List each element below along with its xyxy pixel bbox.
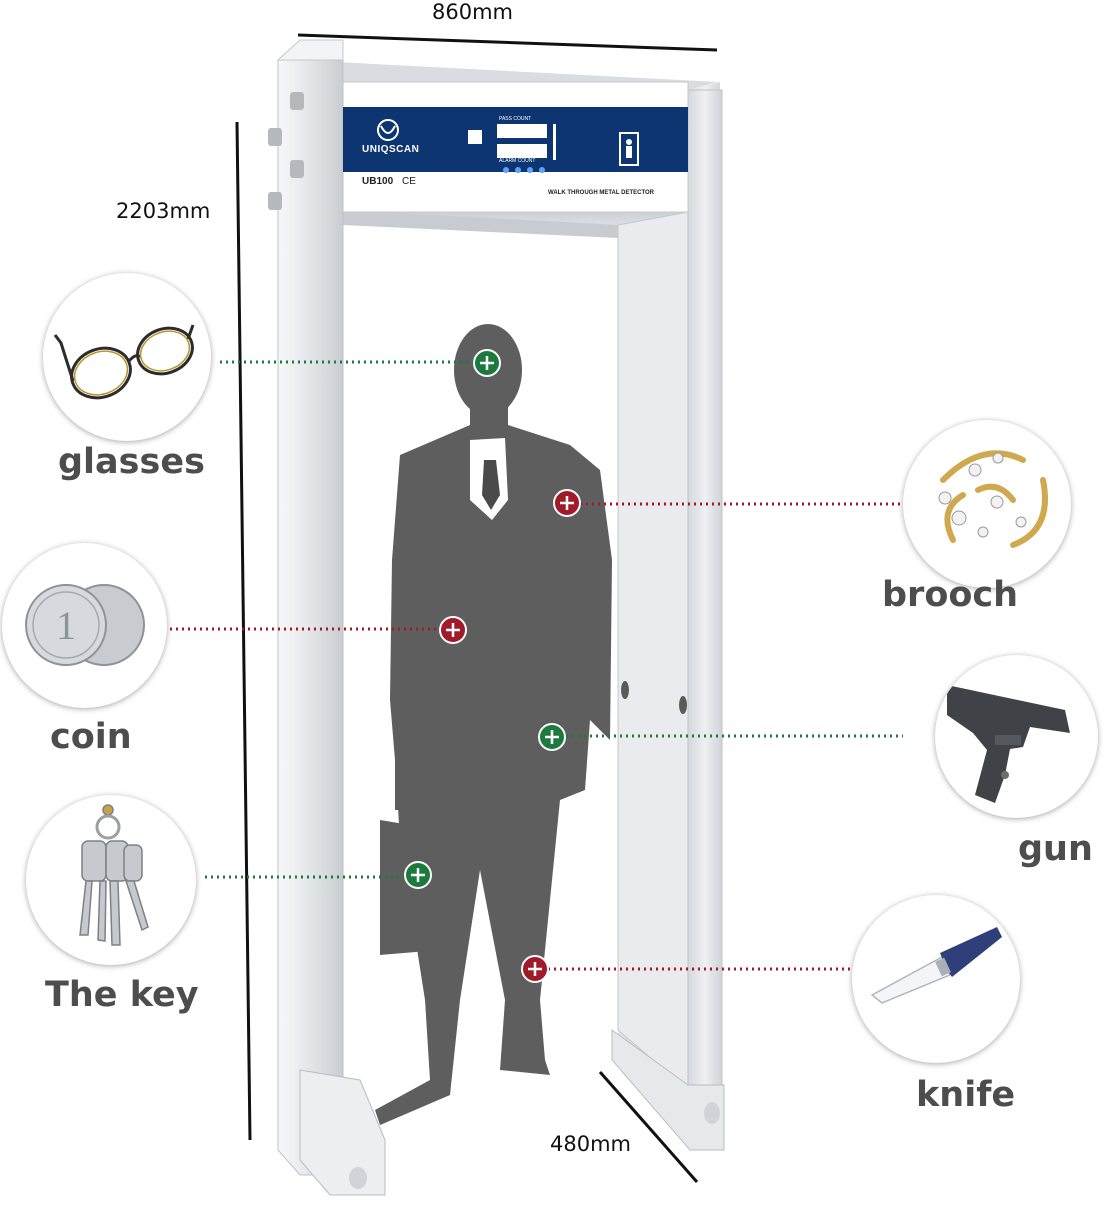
coin-icon: 1 (25, 584, 145, 666)
person-silhouette (375, 324, 612, 1125)
key-image (26, 795, 196, 965)
panel-product-name: WALK THROUGH METAL DETECTOR (548, 190, 654, 196)
key-label: The key (45, 975, 199, 1015)
svg-text:1: 1 (56, 603, 76, 648)
brooch-image (903, 420, 1071, 588)
coin-marker (439, 616, 467, 644)
knife-marker (521, 955, 549, 983)
panel-alarm-count-label: ALARM COUNT (499, 158, 536, 164)
key-icon (79, 804, 149, 946)
knife-icon (870, 927, 1002, 1004)
height-label: 2203mm (116, 199, 211, 223)
brooch-marker (553, 489, 581, 517)
panel-model: UB100 (362, 176, 394, 187)
gun-marker (538, 723, 566, 751)
gun-image (935, 655, 1098, 818)
height-dimension-line (235, 121, 252, 1141)
width-label: 860mm (432, 0, 513, 24)
coin-image: 1 (2, 543, 167, 708)
knife-label: knife (916, 1075, 1016, 1115)
brooch-label: brooch (882, 575, 1019, 615)
depth-dimension-line (598, 1071, 699, 1183)
width-dimension-line (297, 33, 718, 52)
coin-label: coin (50, 717, 132, 757)
panel-brand: UNIQSCAN (362, 144, 420, 155)
knife-image (852, 895, 1020, 1063)
glasses-image (43, 273, 211, 441)
glasses-icon (53, 324, 195, 400)
glasses-label: glasses (58, 442, 205, 482)
gun-label: gun (1018, 829, 1093, 869)
glasses-marker (473, 349, 501, 377)
panel-marks: CE (402, 176, 416, 187)
gun-icon (947, 685, 1070, 803)
control-panel (343, 107, 688, 173)
depth-label: 480mm (550, 1132, 631, 1156)
brooch-icon (938, 450, 1048, 548)
panel-pass-count-label: PASS COUNT (499, 116, 532, 122)
gate-frame (268, 39, 725, 1196)
key-marker (404, 861, 432, 889)
